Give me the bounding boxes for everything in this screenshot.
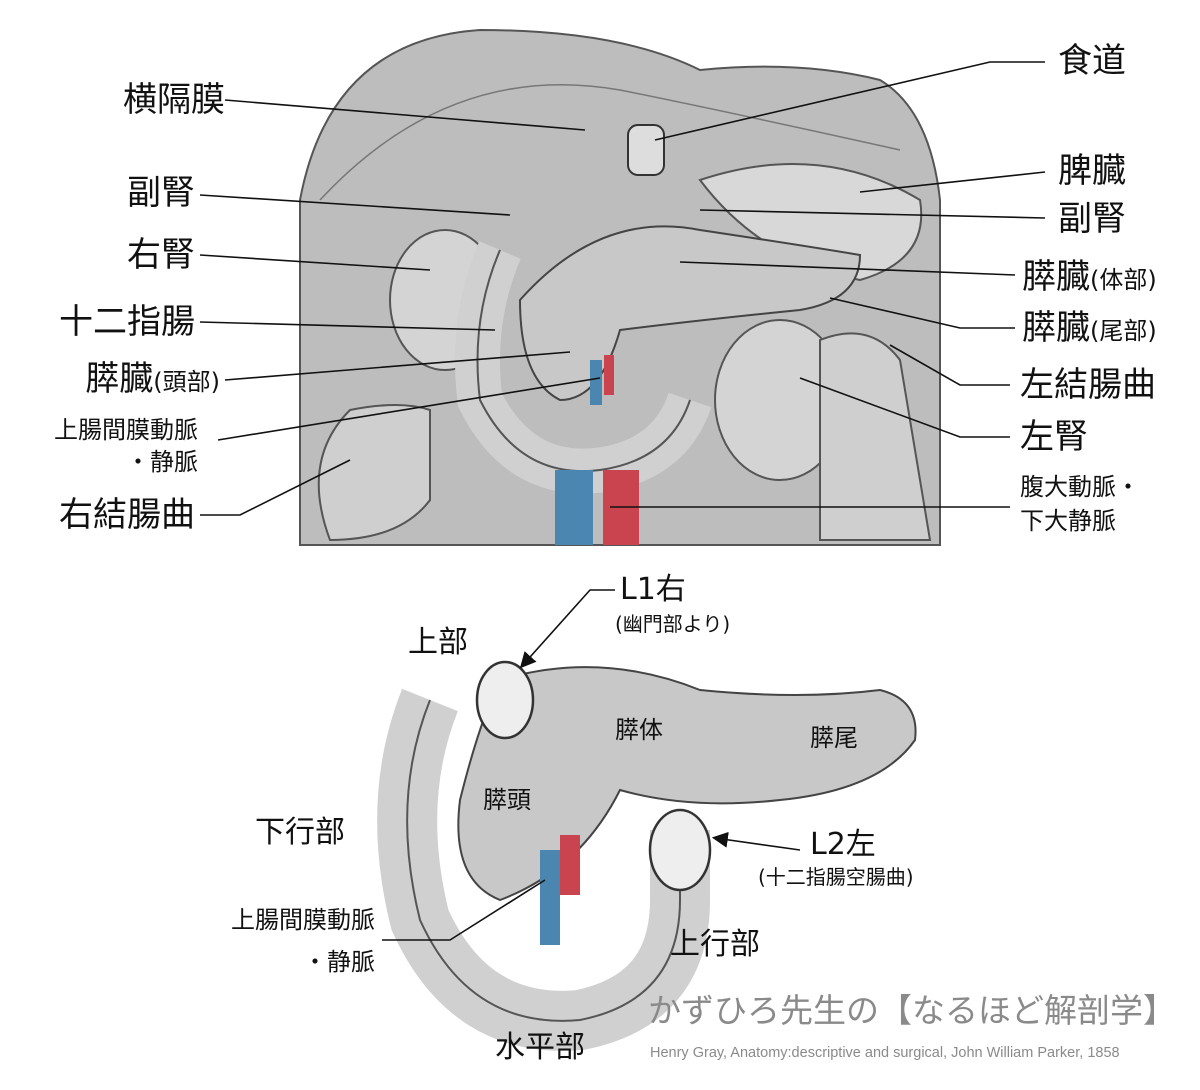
- top-leader-lines: [199, 61, 1046, 516]
- label-superior-part: 上部: [408, 625, 468, 660]
- label-sma-smv-bottom-line1: 上腸間膜動脈: [231, 906, 375, 934]
- smv-bottom-shape: [540, 850, 560, 945]
- label-esophagus: 食道: [1058, 41, 1126, 81]
- label-ascending-part: 上行部: [670, 927, 760, 962]
- bottom-leader-lines: [382, 589, 801, 941]
- label-left-kidney: 左腎: [1020, 417, 1088, 457]
- label-sma-smv-line1: 上腸間膜動脈: [54, 416, 198, 444]
- bottom-illustration: [377, 660, 917, 1051]
- label-pancreas-tail: 膵臓(尾部): [1022, 311, 1157, 345]
- label-pancreas-body-bottom: 膵体: [615, 716, 663, 744]
- label-pancreas-tail-main: 膵臓: [1022, 308, 1090, 348]
- label-right-adrenal: 副腎: [127, 173, 195, 213]
- label-pancreas-head-sub: (頭部): [153, 368, 220, 396]
- label-left-colic-flexure: 左結腸曲: [1020, 365, 1156, 405]
- label-pancreas-head-bottom: 膵頭: [483, 786, 531, 814]
- esophagus-shape: [627, 124, 665, 176]
- label-descending-part: 下行部: [255, 815, 345, 850]
- label-l2-note: (十二指腸空腸曲): [758, 865, 914, 889]
- label-pancreas-body-main: 膵臓: [1022, 257, 1090, 297]
- label-sma-smv-line2: ・静脈: [126, 448, 198, 476]
- duodenum-lumen-jejunal: [648, 808, 712, 892]
- label-sma-smv-bottom-line2: ・静脈: [303, 948, 375, 976]
- top-illustration: [299, 28, 941, 546]
- label-aorta-ivc-line2: 下大静脈: [1020, 507, 1116, 535]
- left-colic-flexure-shape: [819, 332, 932, 541]
- label-aorta-ivc-line1: 腹大動脈・: [1020, 473, 1140, 501]
- label-l1-right: L1右: [620, 572, 686, 607]
- label-pancreas-tail-sub: (尾部): [1090, 317, 1157, 345]
- ivc-shape: [555, 470, 593, 545]
- label-pancreas-head: 膵臓(頭部): [0, 362, 220, 396]
- label-right-kidney: 右腎: [127, 235, 195, 275]
- sma-shape: [604, 355, 614, 395]
- duodenum-lumen-upper: [475, 660, 535, 740]
- label-pancreas-body-sub: (体部): [1090, 266, 1157, 294]
- label-horizontal-part: 水平部: [495, 1030, 585, 1065]
- sma-bottom-shape: [560, 835, 580, 895]
- label-spleen: 脾臓: [1058, 151, 1126, 191]
- label-right-colic-flexure: 右結腸曲: [59, 495, 195, 535]
- label-pancreas-tail-bottom: 膵尾: [810, 724, 858, 752]
- smv-shape: [590, 360, 602, 405]
- label-pancreas-head-main: 膵臓: [85, 359, 154, 399]
- source-credit: Henry Gray, Anatomy:descriptive and surg…: [650, 1045, 1120, 1061]
- label-l2-left: L2左: [810, 827, 876, 862]
- watermark: かずひろ先生の【なるほど解剖学】: [648, 991, 1176, 1030]
- label-pancreas-body: 膵臓(体部): [1022, 260, 1157, 294]
- label-l1-note: (幽門部より): [615, 612, 731, 636]
- label-left-adrenal: 副腎: [1058, 199, 1126, 239]
- label-diaphragm: 横隔膜: [123, 80, 225, 120]
- label-duodenum: 十二指腸: [59, 302, 195, 342]
- right-colic-flexure-shape: [317, 404, 431, 542]
